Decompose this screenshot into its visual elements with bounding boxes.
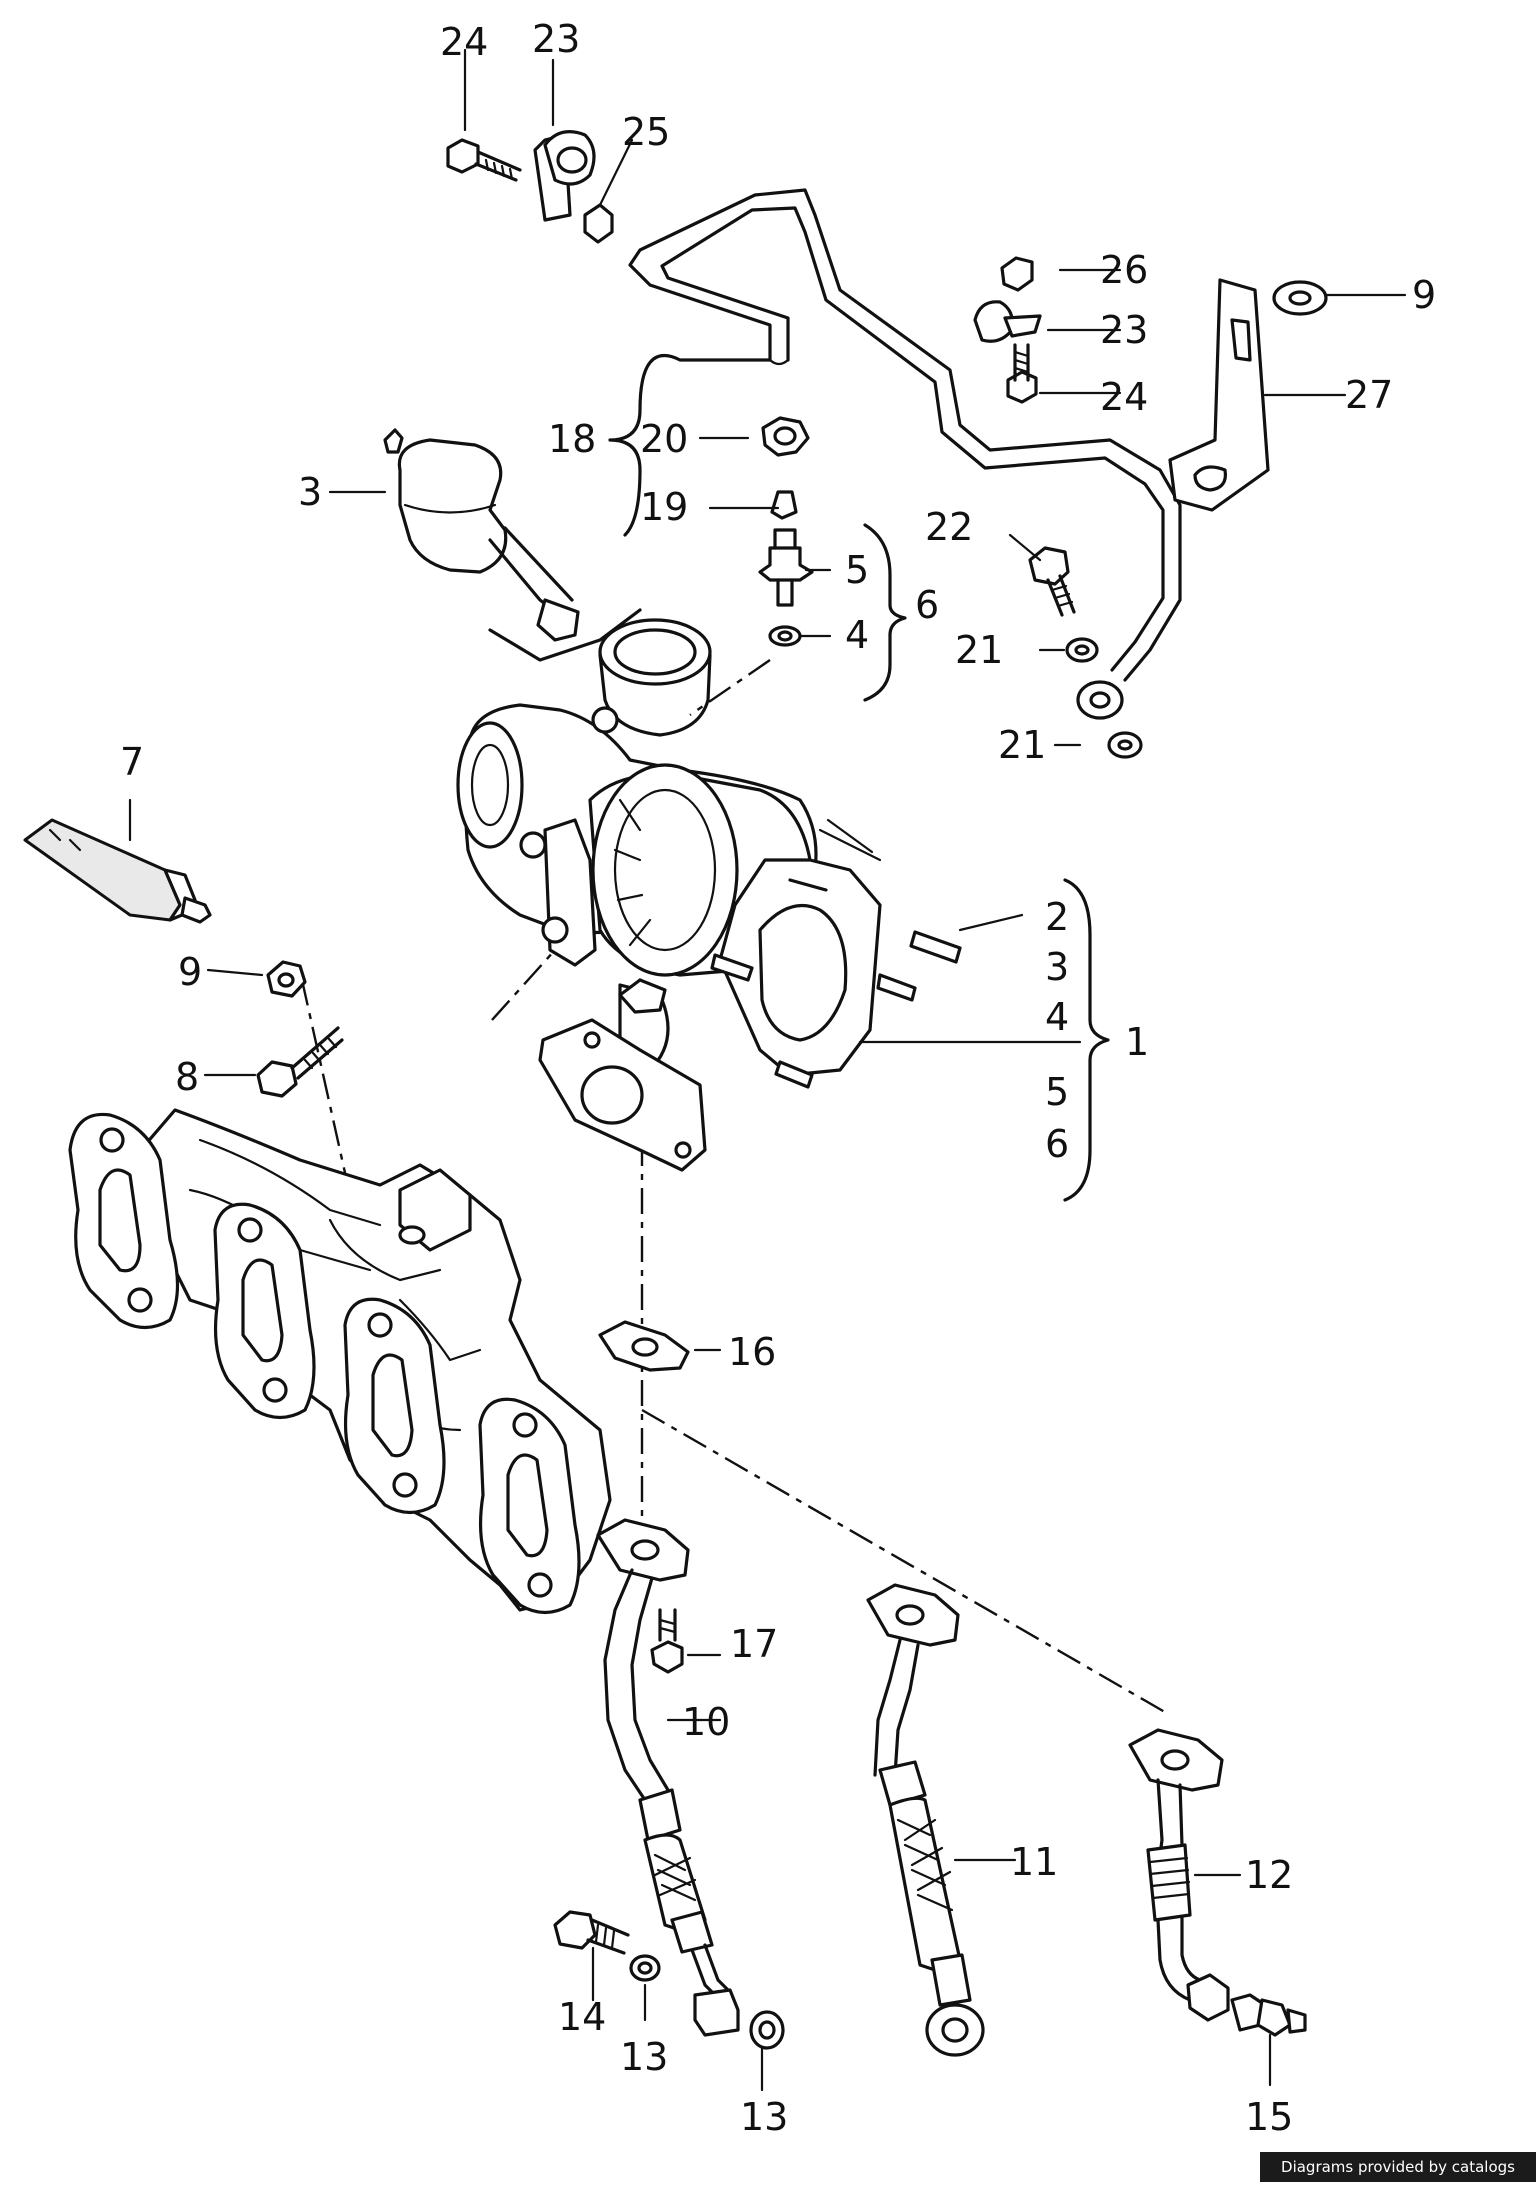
sealant-tube xyxy=(23,818,212,924)
mounting-nut-bolt xyxy=(256,960,344,1098)
label-9-top: 9 xyxy=(1412,273,1436,317)
label-2: 2 xyxy=(1045,895,1069,939)
label-15: 15 xyxy=(1245,2095,1293,2139)
union-bolt-washers xyxy=(553,1910,785,2050)
wastegate-actuator xyxy=(383,428,642,662)
label-10: 10 xyxy=(682,1700,730,1744)
label-25: 25 xyxy=(622,110,670,154)
label-27: 27 xyxy=(1345,373,1393,417)
union-fittings xyxy=(758,416,814,647)
label-9-left: 9 xyxy=(178,950,202,994)
label-22: 22 xyxy=(925,505,973,549)
label-17: 17 xyxy=(730,1622,778,1666)
support-bracket xyxy=(1168,278,1328,512)
label-12: 12 xyxy=(1245,1853,1293,1897)
label-16: 16 xyxy=(728,1330,776,1374)
label-1: 1 xyxy=(1125,1020,1149,1064)
label-11: 11 xyxy=(1010,1840,1058,1884)
label-6-top: 6 xyxy=(915,583,939,627)
label-3-right: 3 xyxy=(1045,945,1069,989)
label-8: 8 xyxy=(175,1055,199,1099)
label-21-upper: 21 xyxy=(955,628,1003,672)
label-7: 7 xyxy=(120,740,144,784)
label-6-right: 6 xyxy=(1045,1122,1069,1166)
label-21-lower: 21 xyxy=(998,723,1046,767)
banjo-bolt xyxy=(1028,546,1143,759)
label-4-top: 4 xyxy=(845,613,869,657)
credit-badge: Diagrams provided by catalogs parts xyxy=(1260,2152,1536,2206)
label-13-bottom: 13 xyxy=(740,2095,788,2139)
exhaust-manifold xyxy=(68,1108,612,1615)
oil-feed-pipe xyxy=(628,188,1182,682)
oil-return-line-10 xyxy=(596,1518,740,2037)
label-4-right: 4 xyxy=(1045,995,1069,1039)
oil-line-12 xyxy=(1128,1728,1307,2037)
label-5-right: 5 xyxy=(1045,1070,1069,1114)
label-26: 26 xyxy=(1100,248,1148,292)
leader-lines xyxy=(128,48,1407,2092)
turbo-flange-gasket xyxy=(538,1018,707,1172)
label-24-top: 24 xyxy=(440,20,488,64)
label-3-actuator: 3 xyxy=(298,470,322,514)
label-20: 20 xyxy=(640,417,688,461)
label-19: 19 xyxy=(640,485,688,529)
label-23-right: 23 xyxy=(1100,308,1148,352)
label-18: 18 xyxy=(548,417,596,461)
pipe-clip-right xyxy=(973,256,1042,404)
label-13-left: 13 xyxy=(620,2035,668,2079)
oil-return-gasket xyxy=(598,1320,690,1372)
label-23-top: 23 xyxy=(532,17,580,61)
label-5-top: 5 xyxy=(845,548,869,592)
oil-line-11 xyxy=(866,1583,985,2057)
label-24-right: 24 xyxy=(1100,375,1148,419)
part-number-labels: 24 23 25 26 23 24 9 27 18 20 19 5 6 4 22… xyxy=(120,17,1436,2139)
turbocharger xyxy=(456,618,962,1089)
pipe-clip-top xyxy=(446,130,614,244)
label-14: 14 xyxy=(558,1995,606,2039)
